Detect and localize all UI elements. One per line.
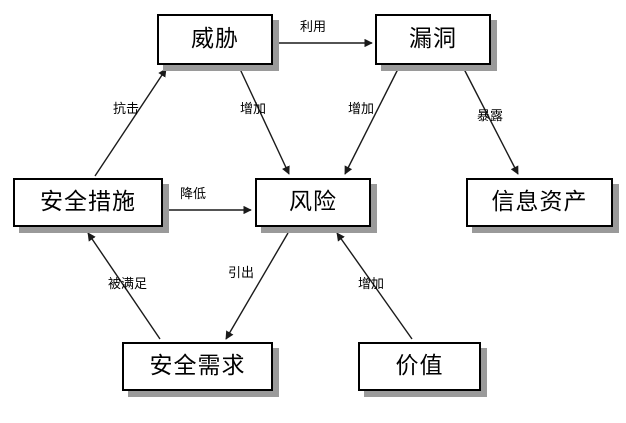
edge-label-e8: 引出: [228, 266, 255, 281]
edge-secreq-to-measure: [87, 232, 161, 340]
edge-label-e4: 增加: [348, 102, 375, 117]
node-measure[interactable]: 安全措施: [13, 178, 163, 227]
edge-label-e6: 降低: [180, 187, 207, 202]
edge-threat-to-risk: [239, 68, 290, 175]
edge-value-to-risk: [336, 232, 413, 340]
edge-label-e1: 利用: [300, 20, 327, 35]
edge-label-e9: 增加: [358, 277, 385, 292]
node-asset[interactable]: 信息资产: [466, 178, 613, 227]
edge-lines: [87, 38, 519, 340]
edge-risk-to-secreq: [225, 232, 289, 340]
node-label-threat: 威胁: [191, 26, 239, 52]
node-value[interactable]: 价值: [358, 342, 481, 391]
node-label-value: 价值: [395, 353, 444, 379]
edge-label-e5: 暴露: [477, 109, 504, 124]
edge-label-e7: 被满足: [108, 277, 148, 292]
node-label-secreq: 安全需求: [149, 353, 246, 379]
node-label-measure: 安全措施: [40, 189, 136, 215]
node-risk[interactable]: 风险: [255, 178, 371, 227]
node-label-asset: 信息资产: [491, 189, 588, 215]
edge-measure-to-threat: [94, 68, 167, 177]
node-secreq[interactable]: 安全需求: [122, 342, 273, 391]
edge-vuln-to-risk: [344, 68, 399, 175]
node-threat[interactable]: 威胁: [157, 14, 273, 65]
edge-label-e3: 增加: [240, 102, 267, 117]
node-label-risk: 风险: [289, 189, 337, 215]
node-vuln[interactable]: 漏洞: [375, 14, 491, 65]
edge-vuln-to-asset: [463, 68, 519, 175]
edge-label-e2: 抗击: [113, 102, 140, 117]
node-label-vuln: 漏洞: [409, 26, 457, 52]
